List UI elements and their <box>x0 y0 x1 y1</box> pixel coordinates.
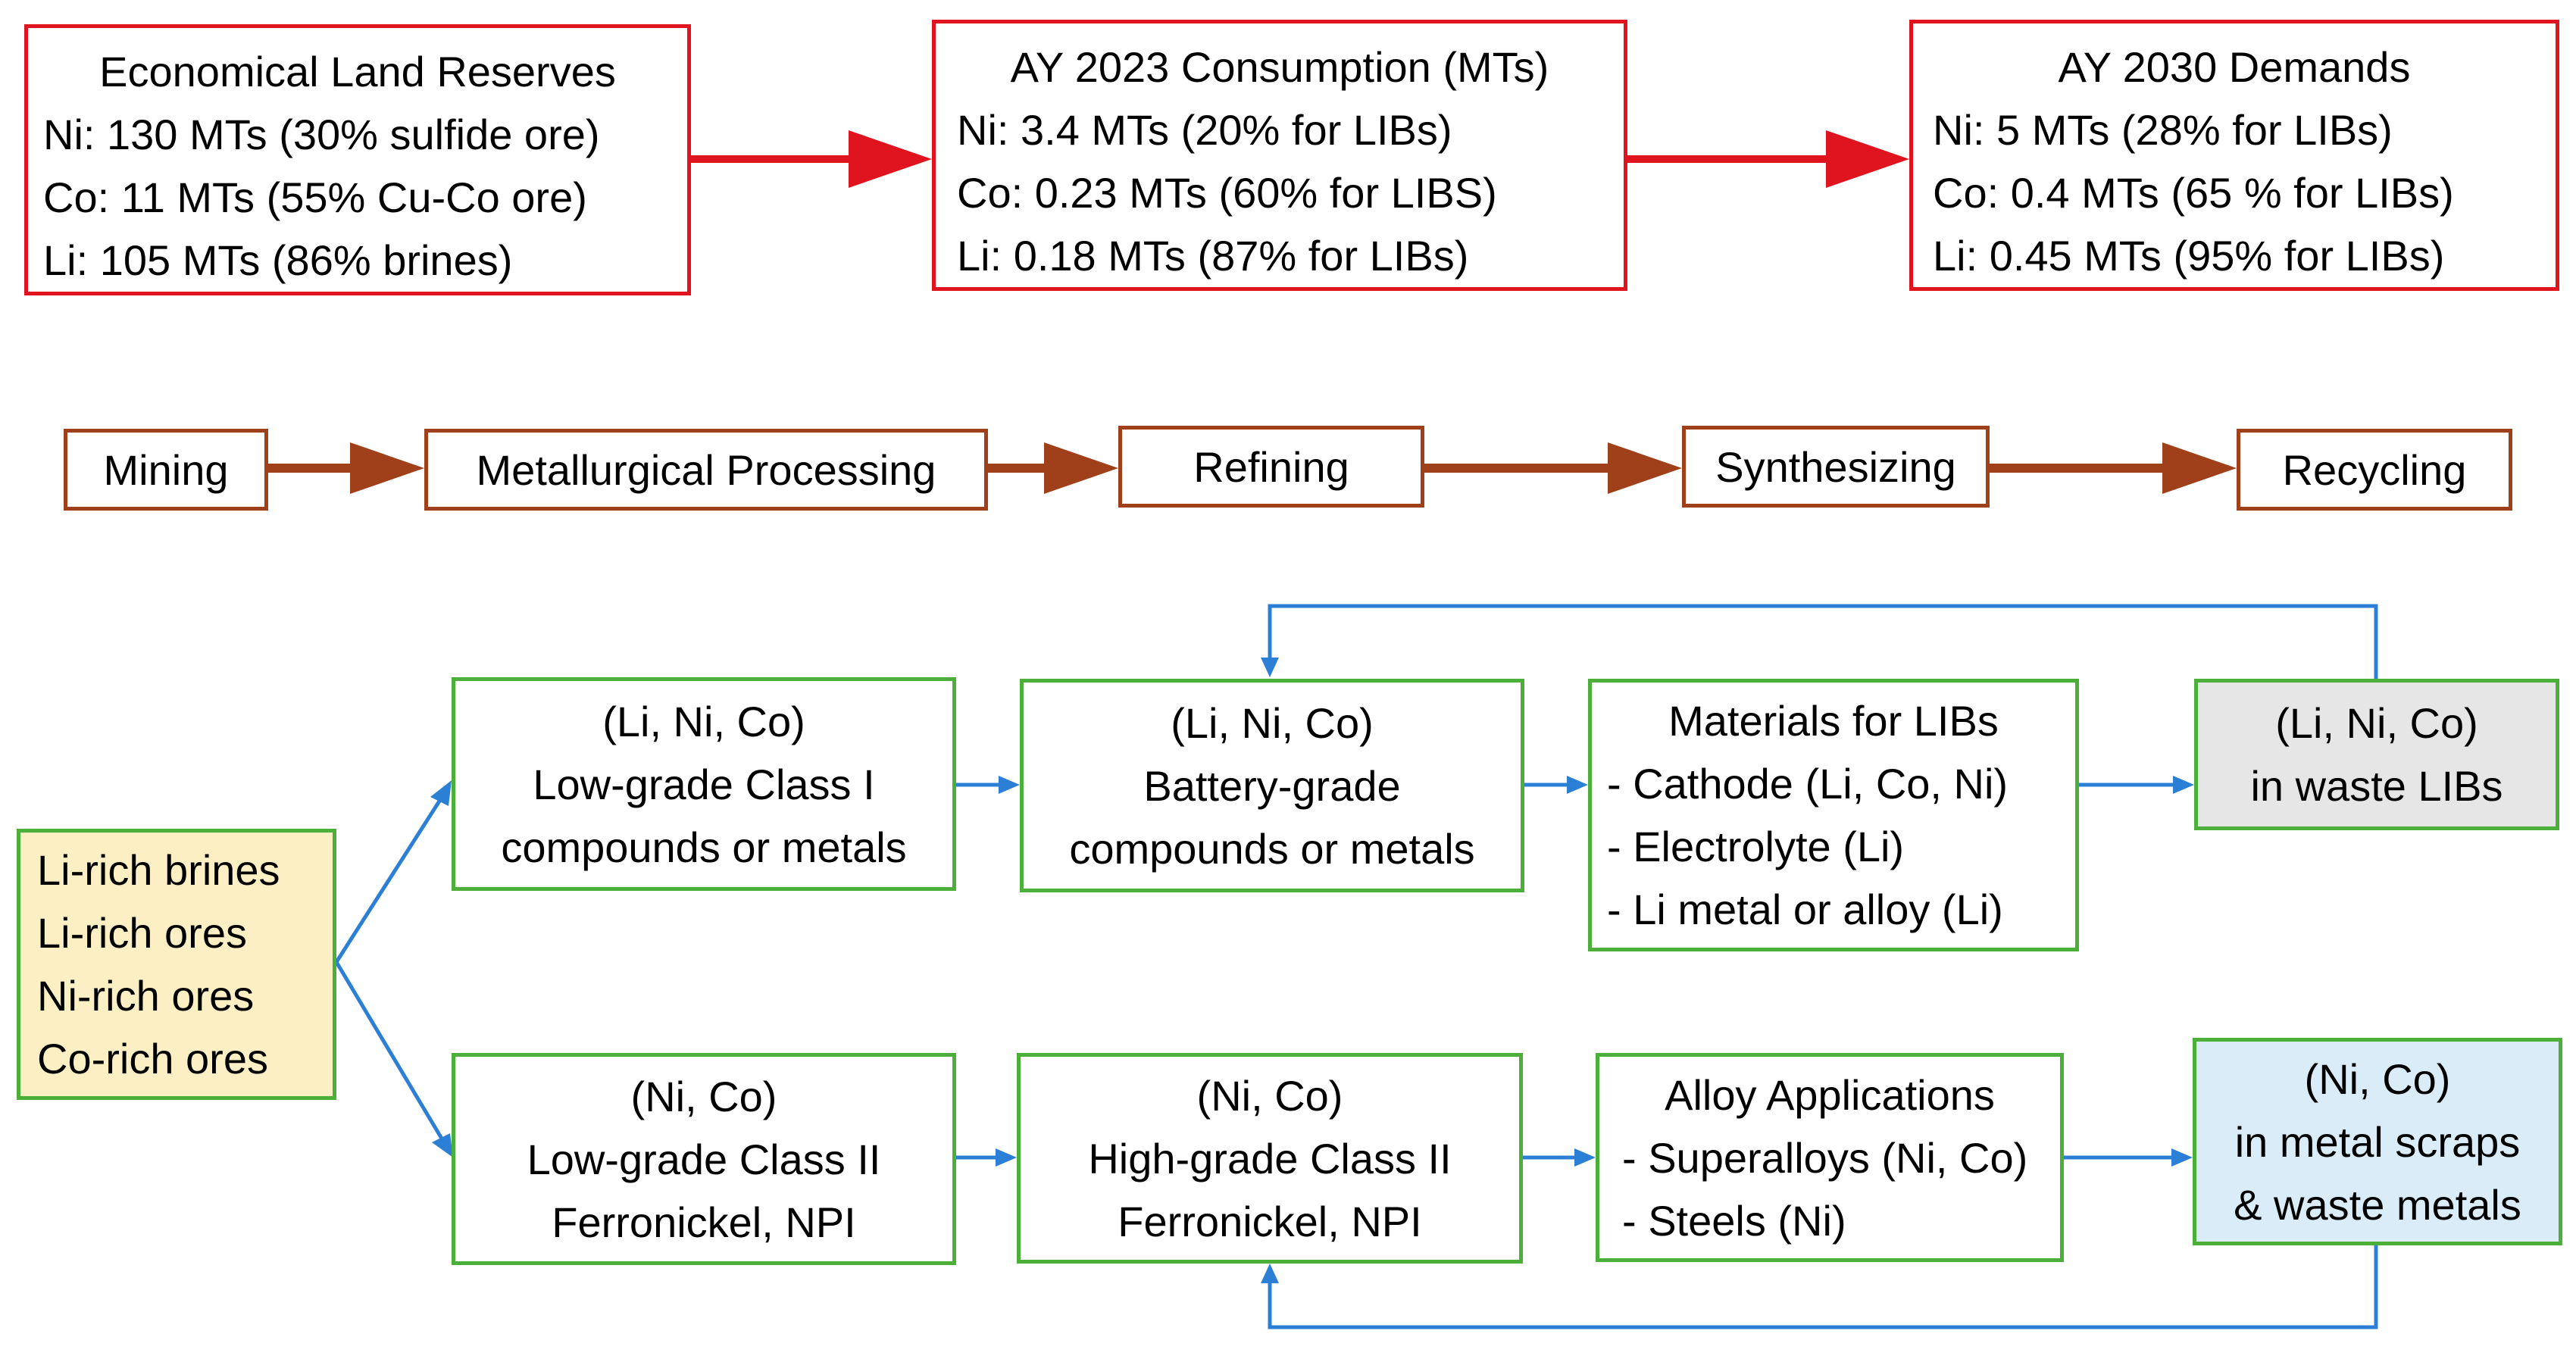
node-line: Ferronickel, NPI <box>552 1198 856 1246</box>
reserves-line: Ni: 130 MTs (30% sulfide ore) <box>43 111 600 158</box>
node-line: (Li, Ni, Co) <box>1171 698 1374 747</box>
applications-to-scraps-arrow <box>2064 1148 2193 1167</box>
applications-item: - Steels (Ni) <box>1622 1196 1846 1245</box>
node-line: (Ni, Co) <box>2304 1054 2451 1103</box>
class-i-to-battery-grade-arrow <box>956 776 1020 794</box>
stage-refining: Refining <box>1118 426 1424 508</box>
node-line: in waste LIBs <box>2250 762 2503 810</box>
demands-title: AY 2030 Demands <box>2058 43 2411 91</box>
battery-grade-to-materials-arrow <box>1524 776 1588 794</box>
demands-line: Co: 0.4 MTs (65 % for LIBs) <box>1933 169 2454 217</box>
node-line: & waste metals <box>2234 1180 2521 1229</box>
stage-label: Mining <box>103 445 229 494</box>
node-line: in metal scraps <box>2234 1117 2521 1166</box>
refining-to-synthesizing-arrow <box>1424 442 1682 494</box>
waste-libs-box: (Li, Ni, Co) in waste LIBs <box>2194 679 2559 830</box>
metallurgical-to-refining-arrow <box>988 442 1118 494</box>
synthesizing-to-recycling-arrow <box>1990 442 2237 494</box>
reserves-box: Economical Land Reserves Ni: 130 MTs (30… <box>24 24 691 295</box>
materials-to-waste-libs-arrow <box>2079 776 2194 794</box>
stage-label: Synthesizing <box>1715 442 1956 491</box>
demands-line: Ni: 5 MTs (28% for LIBs) <box>1933 106 2393 154</box>
stage-label: Recycling <box>2282 445 2467 494</box>
demands-2030-box: AY 2030 Demands Ni: 5 MTs (28% for LIBs)… <box>1909 20 2559 291</box>
stage-synthesizing: Synthesizing <box>1682 426 1990 508</box>
stage-metallurgical-processing: Metallurgical Processing <box>424 429 988 511</box>
source-item: Li-rich ores <box>37 909 247 957</box>
source-item: Co-rich ores <box>37 1035 268 1083</box>
stage-recycling: Recycling <box>2237 429 2512 511</box>
node-line: compounds or metals <box>501 823 907 871</box>
high-grade-to-applications-arrow <box>1523 1148 1596 1167</box>
class-ii-low-to-high-arrow <box>956 1148 1017 1167</box>
consumption-to-demands-arrow <box>1627 130 1909 188</box>
stage-label: Metallurgical Processing <box>476 445 936 494</box>
source-item: Li-rich brines <box>37 846 280 894</box>
materials-item: - Electrolyte (Li) <box>1607 823 1905 870</box>
stage-mining: Mining <box>64 429 268 511</box>
materials-item: - Cathode (Li, Co, Ni) <box>1607 760 2009 808</box>
node-line: (Ni, Co) <box>630 1072 777 1120</box>
consumption-line: Ni: 3.4 MTs (20% for LIBs) <box>957 106 1452 154</box>
battery-grade-box: (Li, Ni, Co) Battery-grade compounds or … <box>1020 679 1524 892</box>
waste-libs-recycle-loop-arrow <box>1261 604 2378 679</box>
applications-title: Alloy Applications <box>1665 1070 1995 1119</box>
node-line: Low-grade Class II <box>527 1135 881 1183</box>
stage-label: Refining <box>1193 442 1349 491</box>
materials-title: Materials for LIBs <box>1668 697 1999 745</box>
demands-line: Li: 0.45 MTs (95% for LIBs) <box>1933 232 2445 280</box>
low-grade-class-ii-box: (Ni, Co) Low-grade Class II Ferronickel,… <box>452 1053 956 1265</box>
reserves-to-consumption-arrow <box>691 130 932 188</box>
node-line: (Li, Ni, Co) <box>602 697 805 745</box>
node-line: Battery-grade <box>1143 761 1401 810</box>
alloy-applications-box: Alloy Applications - Superalloys (Ni, Co… <box>1596 1053 2064 1262</box>
materials-for-libs-box: Materials for LIBs - Cathode (Li, Co, Ni… <box>1588 679 2079 951</box>
reserves-line: Li: 105 MTs (86% brines) <box>43 236 513 284</box>
node-line: (Li, Ni, Co) <box>2275 699 2478 747</box>
node-line: Low-grade Class I <box>533 760 875 808</box>
sources-to-class-ii-arrow <box>334 961 453 1157</box>
sources-box: Li-rich brines Li-rich ores Ni-rich ores… <box>17 829 336 1100</box>
consumption-title: AY 2023 Consumption (MTs) <box>1010 43 1549 91</box>
reserves-title: Economical Land Reserves <box>99 48 616 95</box>
node-line: (Ni, Co) <box>1196 1071 1343 1120</box>
node-line: Ferronickel, NPI <box>1118 1197 1422 1245</box>
node-line: High-grade Class II <box>1088 1134 1452 1182</box>
sources-to-class-i-arrow <box>334 780 452 964</box>
mining-to-metallurgical-arrow <box>268 442 424 494</box>
high-grade-class-ii-box: (Ni, Co) High-grade Class II Ferronickel… <box>1017 1053 1523 1264</box>
metal-scraps-box: (Ni, Co) in metal scraps & waste metals <box>2193 1038 2562 1245</box>
scraps-recycle-loop-arrow <box>1261 1245 2378 1329</box>
consumption-2023-box: AY 2023 Consumption (MTs) Ni: 3.4 MTs (2… <box>932 20 1627 291</box>
consumption-line: Li: 0.18 MTs (87% for LIBs) <box>957 232 1469 280</box>
node-line: compounds or metals <box>1069 824 1475 873</box>
consumption-line: Co: 0.23 MTs (60% for LIBS) <box>957 169 1497 217</box>
reserves-line: Co: 11 MTs (55% Cu-Co ore) <box>43 173 587 221</box>
source-item: Ni-rich ores <box>37 972 255 1020</box>
applications-item: - Superalloys (Ni, Co) <box>1622 1133 2028 1182</box>
materials-item: - Li metal or alloy (Li) <box>1607 886 2003 933</box>
low-grade-class-i-box: (Li, Ni, Co) Low-grade Class I compounds… <box>452 677 956 891</box>
